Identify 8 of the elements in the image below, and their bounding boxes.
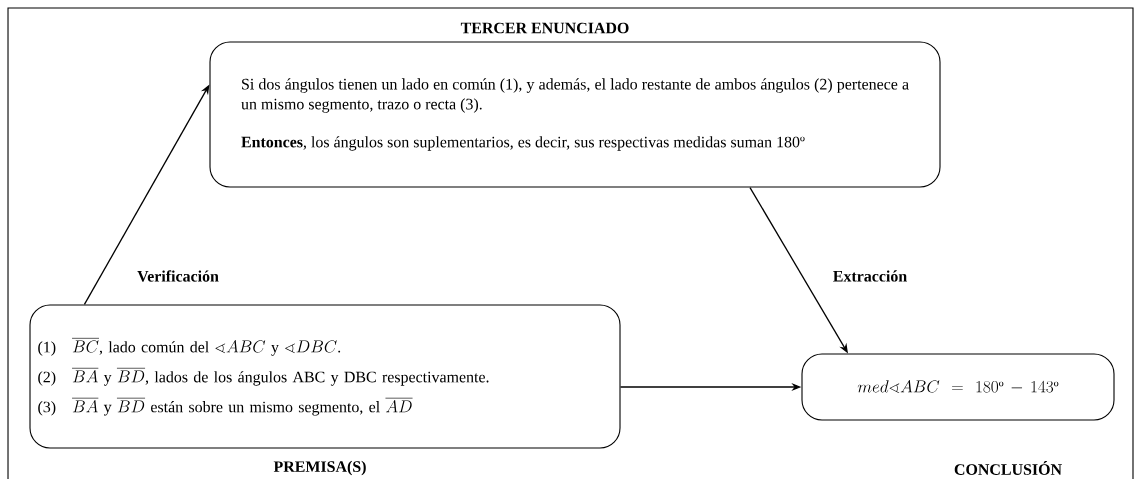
edge-label: Extracción (831, 269, 909, 283)
statement-box: Si dos ángulos tienen un lado en común (1), y además, el lado restante de ambos ángulos (2) pertenece a un mismo segmento, trazo o recta (3). Entonces, los ángulos son suplementarios, es decir, sus respectivas medidas suman 180º (209, 41, 941, 188)
premise-box: $\text{(1)}\quad\overline{BC}\text{, lado común del }\sphericalangle ABC\text{ y }\sphericalangle DBC\text{.}$ $\text{(2)}\quad\overline{BA}\text{ y }\overline{BD}\text{, lados de los ángulos ABC y DBC respectivamente.}$ $\text{(3)}\quad\overline{BA}\text{ y }\overline{BD}\text{ están sobre un mismo segmento, el }\overline{AD}$ (29, 304, 621, 449)
conclusion-box: $med\sphericalangle ABC=180\text{º}-143\text{º}$ (801, 353, 1115, 421)
heading: PREMISA(S) (273, 460, 366, 476)
edge-label: Verificación (136, 269, 220, 283)
heading: CONCLUSIÓN (954, 461, 1062, 475)
heading: TERCER ENUNCIADO (460, 22, 629, 34)
